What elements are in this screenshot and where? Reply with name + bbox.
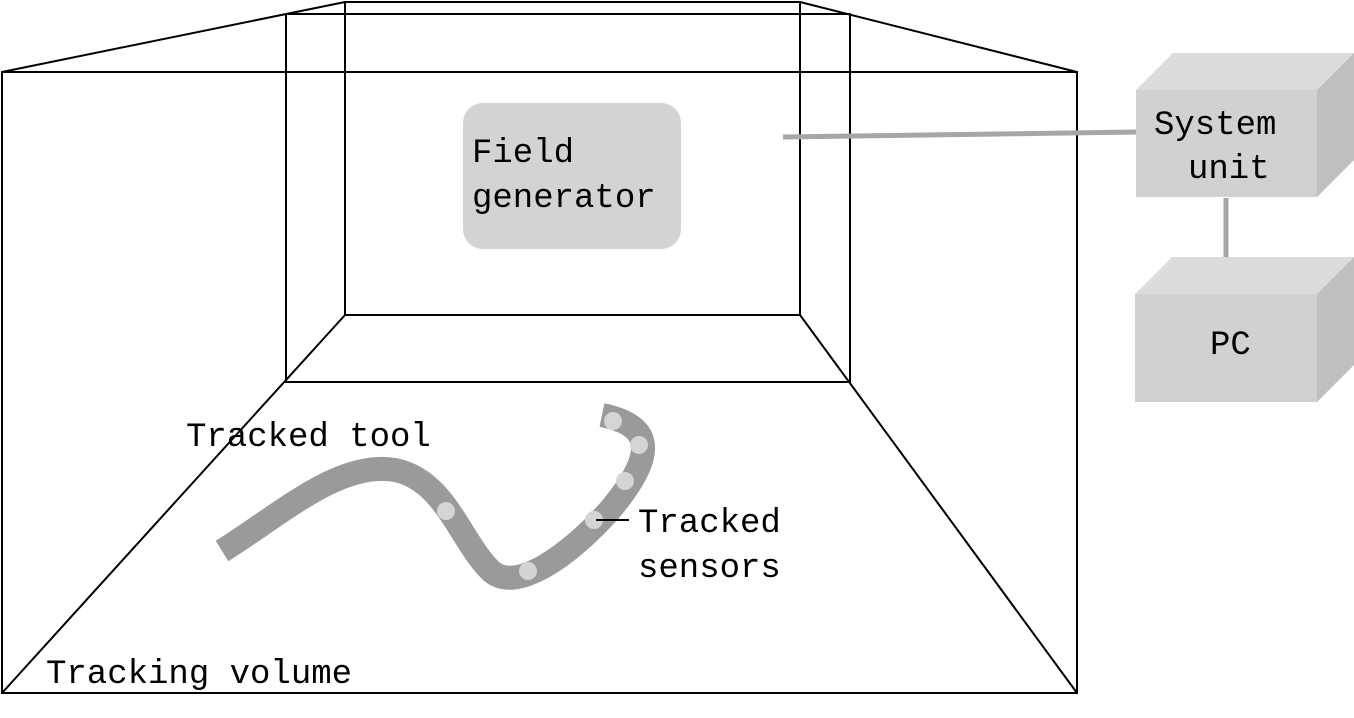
system-unit-top — [1136, 53, 1354, 90]
tracked-tool-shaft — [215, 403, 655, 590]
tracked-sensors-label-line2: sensors — [638, 550, 781, 588]
volume-edge — [799, 1, 1078, 73]
tracked-tool — [215, 403, 655, 590]
pc-label: PC — [1210, 327, 1251, 365]
tracked-sensors-label-line1: Tracked — [638, 505, 781, 543]
system-unit-side — [1317, 53, 1354, 197]
pc: PC — [1135, 257, 1354, 402]
field-generator-label-line1: Field — [472, 135, 574, 173]
system-unit-label-line1: System — [1154, 107, 1276, 145]
tracked-tool-label: Tracked tool — [186, 419, 431, 457]
system-unit: System unit — [1136, 53, 1354, 197]
volume-front-face — [1, 71, 1078, 694]
tracking-volume-frame — [1, 1, 1078, 694]
volume-edge — [799, 314, 1078, 694]
pc-top — [1135, 257, 1354, 294]
volume-mid-face — [285, 13, 851, 383]
volume-edge — [1, 1, 346, 73]
volume-edge — [1, 314, 346, 694]
system-unit-front — [1136, 90, 1317, 197]
volume-back-face — [344, 1, 801, 316]
tracked-sensor — [616, 472, 634, 490]
tracked-sensor — [585, 511, 603, 529]
pc-side — [1317, 257, 1354, 402]
pc-front — [1135, 294, 1317, 402]
tracking-volume-label: Tracking volume — [46, 656, 352, 694]
tracked-sensor — [604, 412, 622, 430]
tracked-sensor — [437, 502, 455, 520]
system-unit-label-line2: unit — [1188, 151, 1270, 189]
tracked-sensor — [630, 436, 648, 454]
field-generator: Field generator — [463, 103, 681, 249]
field-generator-label-line2: generator — [472, 180, 656, 218]
tracked-sensor — [519, 562, 537, 580]
field-generator-box — [463, 103, 681, 249]
cable-field-generator-to-system-unit — [782, 129, 1138, 140]
